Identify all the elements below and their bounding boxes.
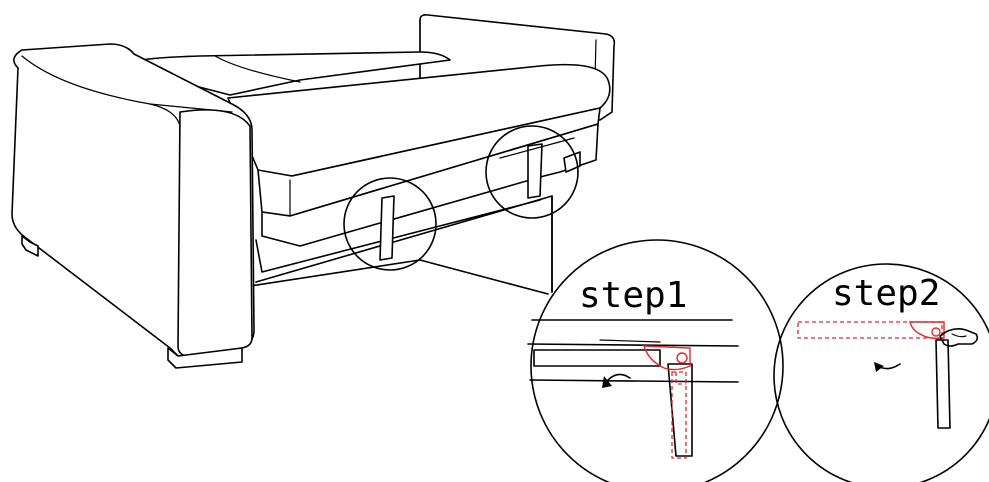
detail-circle-left [343,177,437,271]
step1-hinge [643,345,691,459]
step2-leg [935,339,951,429]
hand-icon [939,328,979,347]
step2-panel: step2 [773,263,989,482]
step1-frame-bar [533,349,661,367]
step1-leg [667,363,693,457]
step1-magnify-circle [530,239,784,482]
curved-arrow-icon [602,373,631,388]
curved-arrow-icon-2 [874,362,901,372]
step2-dashed-rail [797,321,943,339]
step1-panel: step1 [527,239,784,482]
step1-label: step1 [579,275,687,316]
detail-circle-right [485,125,579,219]
step2-label: step2 [832,273,940,314]
left-armrest [11,43,255,369]
step2-hinge [909,321,945,340]
sofa-bed-illustration [11,14,616,369]
callout-lines [419,195,553,295]
step2-magnify-circle [773,263,989,482]
